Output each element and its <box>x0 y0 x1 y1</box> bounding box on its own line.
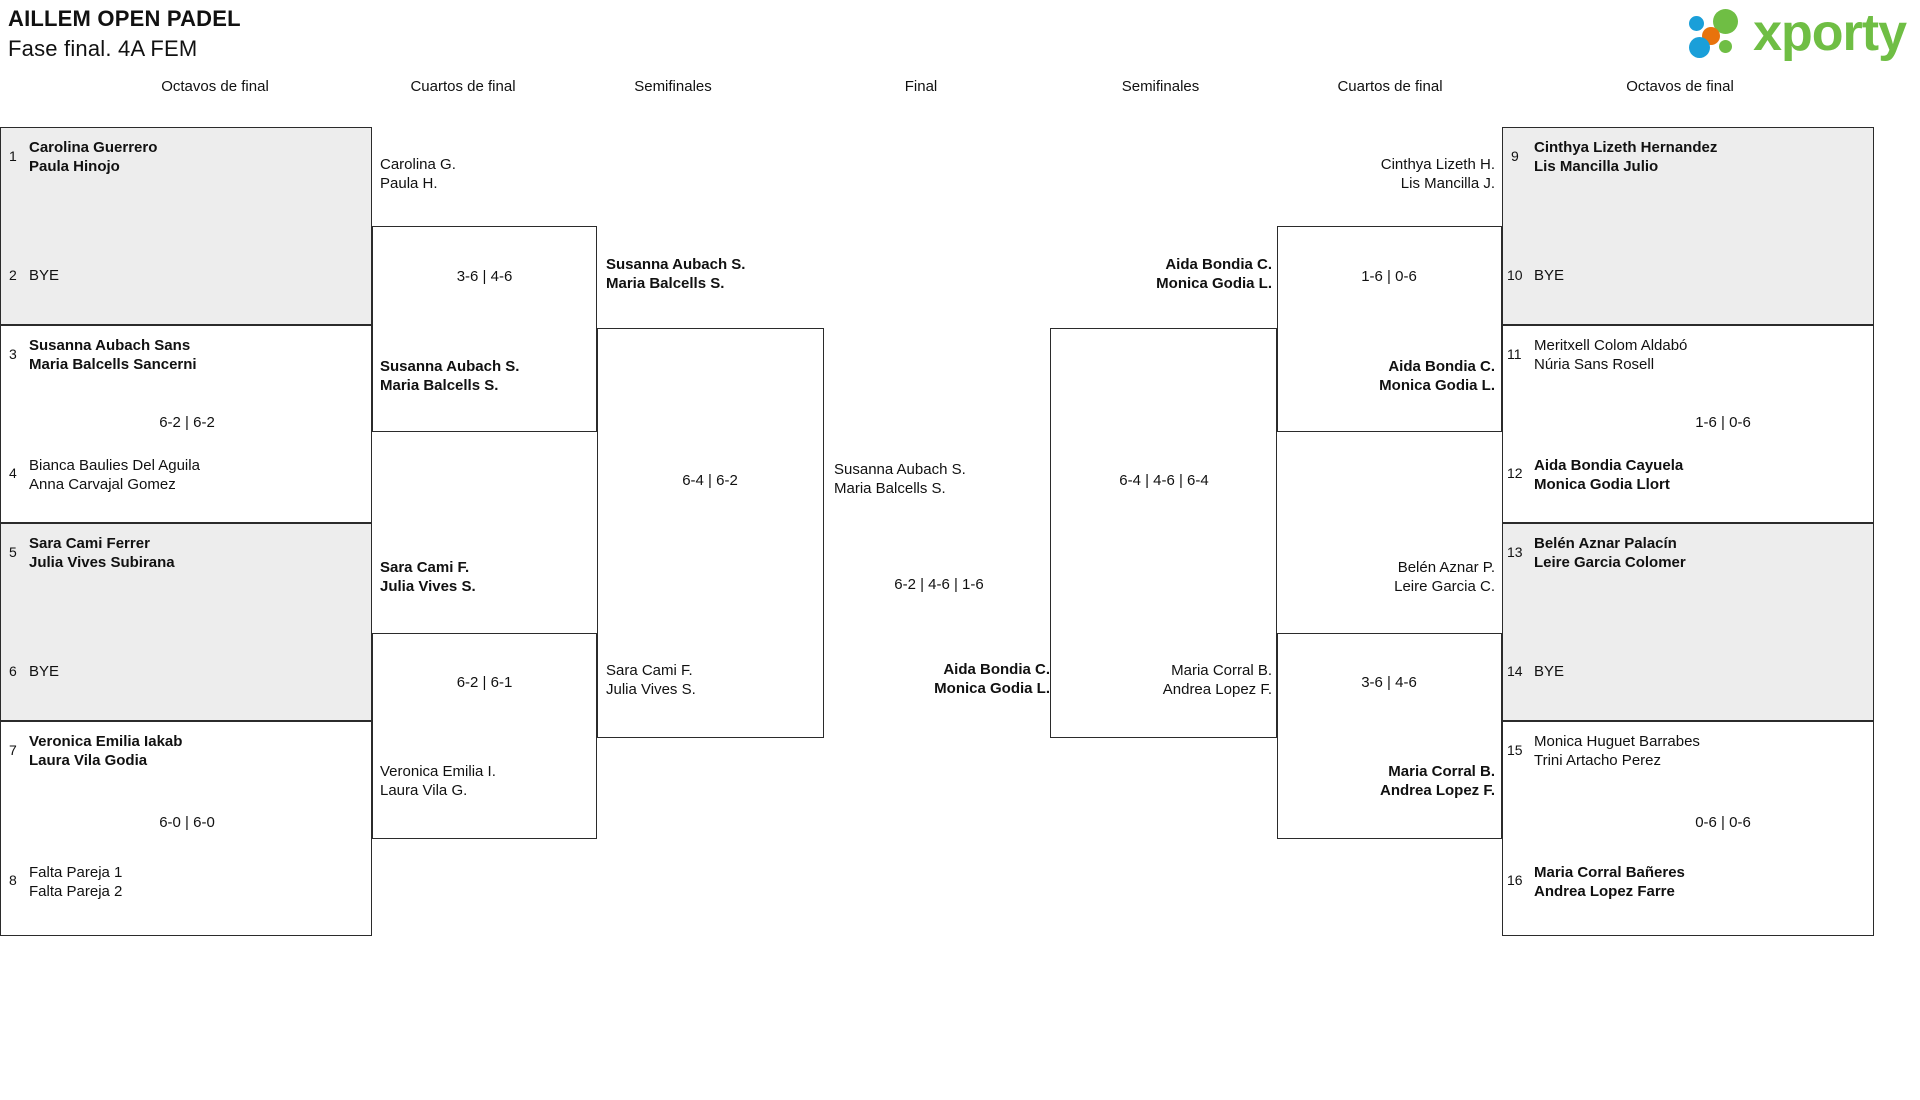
seed-number: 15 <box>1507 742 1523 758</box>
match-score: 6-2 | 6-2 <box>159 414 215 431</box>
team-name-top: Belén Aznar Palacín Leire Garcia Colomer <box>1534 535 1686 571</box>
team-name-bottom: Maria Corral Bañeres Andrea Lopez Farre <box>1534 864 1685 900</box>
team-name-top: Cinthya Lizeth Hernandez Lis Mancilla Ju… <box>1534 139 1718 175</box>
tournament-title: AILLEM OPEN PADEL <box>8 6 241 31</box>
qf-left-1-team-top: Carolina G. Paula H. <box>380 156 456 192</box>
round-label-final: Final <box>904 78 938 95</box>
final-team-bottom: Aida Bondia C. Monica Godia L. <box>934 661 1050 697</box>
seed-number: 2 <box>9 267 17 283</box>
sf-right-frame <box>1050 328 1277 738</box>
team-name-top: Veronica Emilia Iakab Laura Vila Godia <box>29 733 183 769</box>
qf-left-1-score: 3-6 | 4-6 <box>456 268 513 285</box>
team-name-top: Carolina Guerrero Paula Hinojo <box>29 139 158 175</box>
r16-match-1[interactable]: 1 Carolina Guerrero Paula Hinojo 2 BYE <box>0 127 372 325</box>
r16-match-6[interactable]: 11 Meritxell Colom Aldabó Núria Sans Ros… <box>1502 325 1874 523</box>
team-name-bottom: Falta Pareja 1 Falta Pareja 2 <box>29 864 123 900</box>
team-name-top: Monica Huguet Barrabes Trini Artacho Per… <box>1534 733 1700 769</box>
team-name-bottom: Bianca Baulies Del Aguila Anna Carvajal … <box>29 457 200 493</box>
r16-match-3[interactable]: 5 Sara Cami Ferrer Julia Vives Subirana … <box>0 523 372 721</box>
qf-right-1-team-top: Cinthya Lizeth H. Lis Mancilla J. <box>1380 156 1495 192</box>
round-label-left-sf: Semifinales <box>634 78 712 95</box>
title-block: AILLEM OPEN PADEL Fase final. 4A FEM <box>8 4 241 64</box>
sf-left-score: 6-4 | 6-2 <box>682 472 738 489</box>
seed-number: 4 <box>9 465 17 481</box>
sf-left-team-bottom: Sara Cami F. Julia Vives S. <box>606 662 696 698</box>
seed-number: 8 <box>9 872 17 888</box>
seed-number: 13 <box>1507 544 1523 560</box>
qf-right-2-team-top: Belén Aznar P. Leire Garcia C. <box>1394 559 1495 595</box>
team-name-bottom: BYE <box>1534 663 1565 680</box>
seed-number: 7 <box>9 742 17 758</box>
sf-left-frame <box>597 328 824 738</box>
r16-match-2[interactable]: 3 Susanna Aubach Sans Maria Balcells San… <box>0 325 372 523</box>
seed-number: 14 <box>1507 663 1523 679</box>
team-name-bottom: Aida Bondia Cayuela Monica Godia Llort <box>1534 457 1684 493</box>
r16-match-7[interactable]: 13 Belén Aznar Palacín Leire Garcia Colo… <box>1502 523 1874 721</box>
qf-right-1-score: 1-6 | 0-6 <box>1361 268 1417 285</box>
r16-match-5[interactable]: 9 Cinthya Lizeth Hernandez Lis Mancilla … <box>1502 127 1874 325</box>
qf-left-2-team-bottom: Veronica Emilia I. Laura Vila G. <box>380 763 496 799</box>
qf-left-1-team-bottom: Susanna Aubach S. Maria Balcells S. <box>380 358 520 394</box>
final-team-top: Susanna Aubach S. Maria Balcells S. <box>834 461 966 497</box>
seed-number: 16 <box>1507 872 1523 888</box>
xporty-logo: xporty <box>1689 4 1907 62</box>
seed-number: 5 <box>9 544 17 560</box>
seed-number: 3 <box>9 346 17 362</box>
match-score: 1-6 | 0-6 <box>1695 414 1751 431</box>
qf-left-2-frame <box>372 633 597 839</box>
seed-number: 10 <box>1507 267 1523 283</box>
r16-match-4[interactable]: 7 Veronica Emilia Iakab Laura Vila Godia… <box>0 721 372 936</box>
page-header: AILLEM OPEN PADEL Fase final. 4A FEM xpo… <box>0 0 1920 95</box>
team-name-top: Sara Cami Ferrer Julia Vives Subirana <box>29 535 175 571</box>
team-name-top: Meritxell Colom Aldabó Núria Sans Rosell <box>1534 337 1688 373</box>
r16-match-8[interactable]: 15 Monica Huguet Barrabes Trini Artacho … <box>1502 721 1874 936</box>
team-name-top: Susanna Aubach Sans Maria Balcells Sance… <box>29 337 197 373</box>
match-score: 0-6 | 0-6 <box>1695 814 1751 831</box>
round-label-left-r16: Octavos de final <box>161 78 269 95</box>
phase-title: Fase final. 4A FEM <box>8 36 198 61</box>
team-name-bottom: BYE <box>1534 267 1565 284</box>
team-name-bottom: BYE <box>29 267 60 284</box>
qf-right-1-frame <box>1277 226 1502 432</box>
seed-number: 9 <box>1511 148 1519 164</box>
sf-right-team-top: Aida Bondia C. Monica Godia L. <box>1156 256 1272 292</box>
sf-right-team-bottom: Maria Corral B. Andrea Lopez F. <box>1162 662 1272 698</box>
seed-number: 11 <box>1507 346 1522 362</box>
sf-right-score: 6-4 | 4-6 | 6-4 <box>1119 472 1209 489</box>
qf-right-2-score: 3-6 | 4-6 <box>1361 674 1417 691</box>
qf-right-2-team-bottom: Maria Corral B. Andrea Lopez F. <box>1379 763 1495 799</box>
qf-right-1-team-bottom: Aida Bondia C. Monica Godia L. <box>1379 358 1495 394</box>
seed-number: 12 <box>1507 465 1523 481</box>
round-label-right-qf: Cuartos de final <box>1337 78 1443 95</box>
final-score: 6-2 | 4-6 | 1-6 <box>894 576 984 593</box>
qf-right-2-frame <box>1277 633 1502 839</box>
seed-number: 1 <box>9 148 17 164</box>
seed-number: 6 <box>9 663 17 679</box>
qf-left-1-frame <box>372 226 597 432</box>
match-score: 6-0 | 6-0 <box>159 814 215 831</box>
team-name-bottom: BYE <box>29 663 60 680</box>
round-label-right-r16: Octavos de final <box>1626 78 1734 95</box>
round-label-right-sf: Semifinales <box>1121 78 1200 95</box>
sf-left-team-top: Susanna Aubach S. Maria Balcells S. <box>606 256 746 292</box>
logo-wordmark: xporty <box>1753 4 1907 62</box>
qf-left-2-team-top: Sara Cami F. Julia Vives S. <box>380 559 476 595</box>
logo-dots-icon <box>1689 7 1749 59</box>
round-label-left-qf: Cuartos de final <box>410 78 516 95</box>
qf-left-2-score: 6-2 | 6-1 <box>456 674 513 691</box>
